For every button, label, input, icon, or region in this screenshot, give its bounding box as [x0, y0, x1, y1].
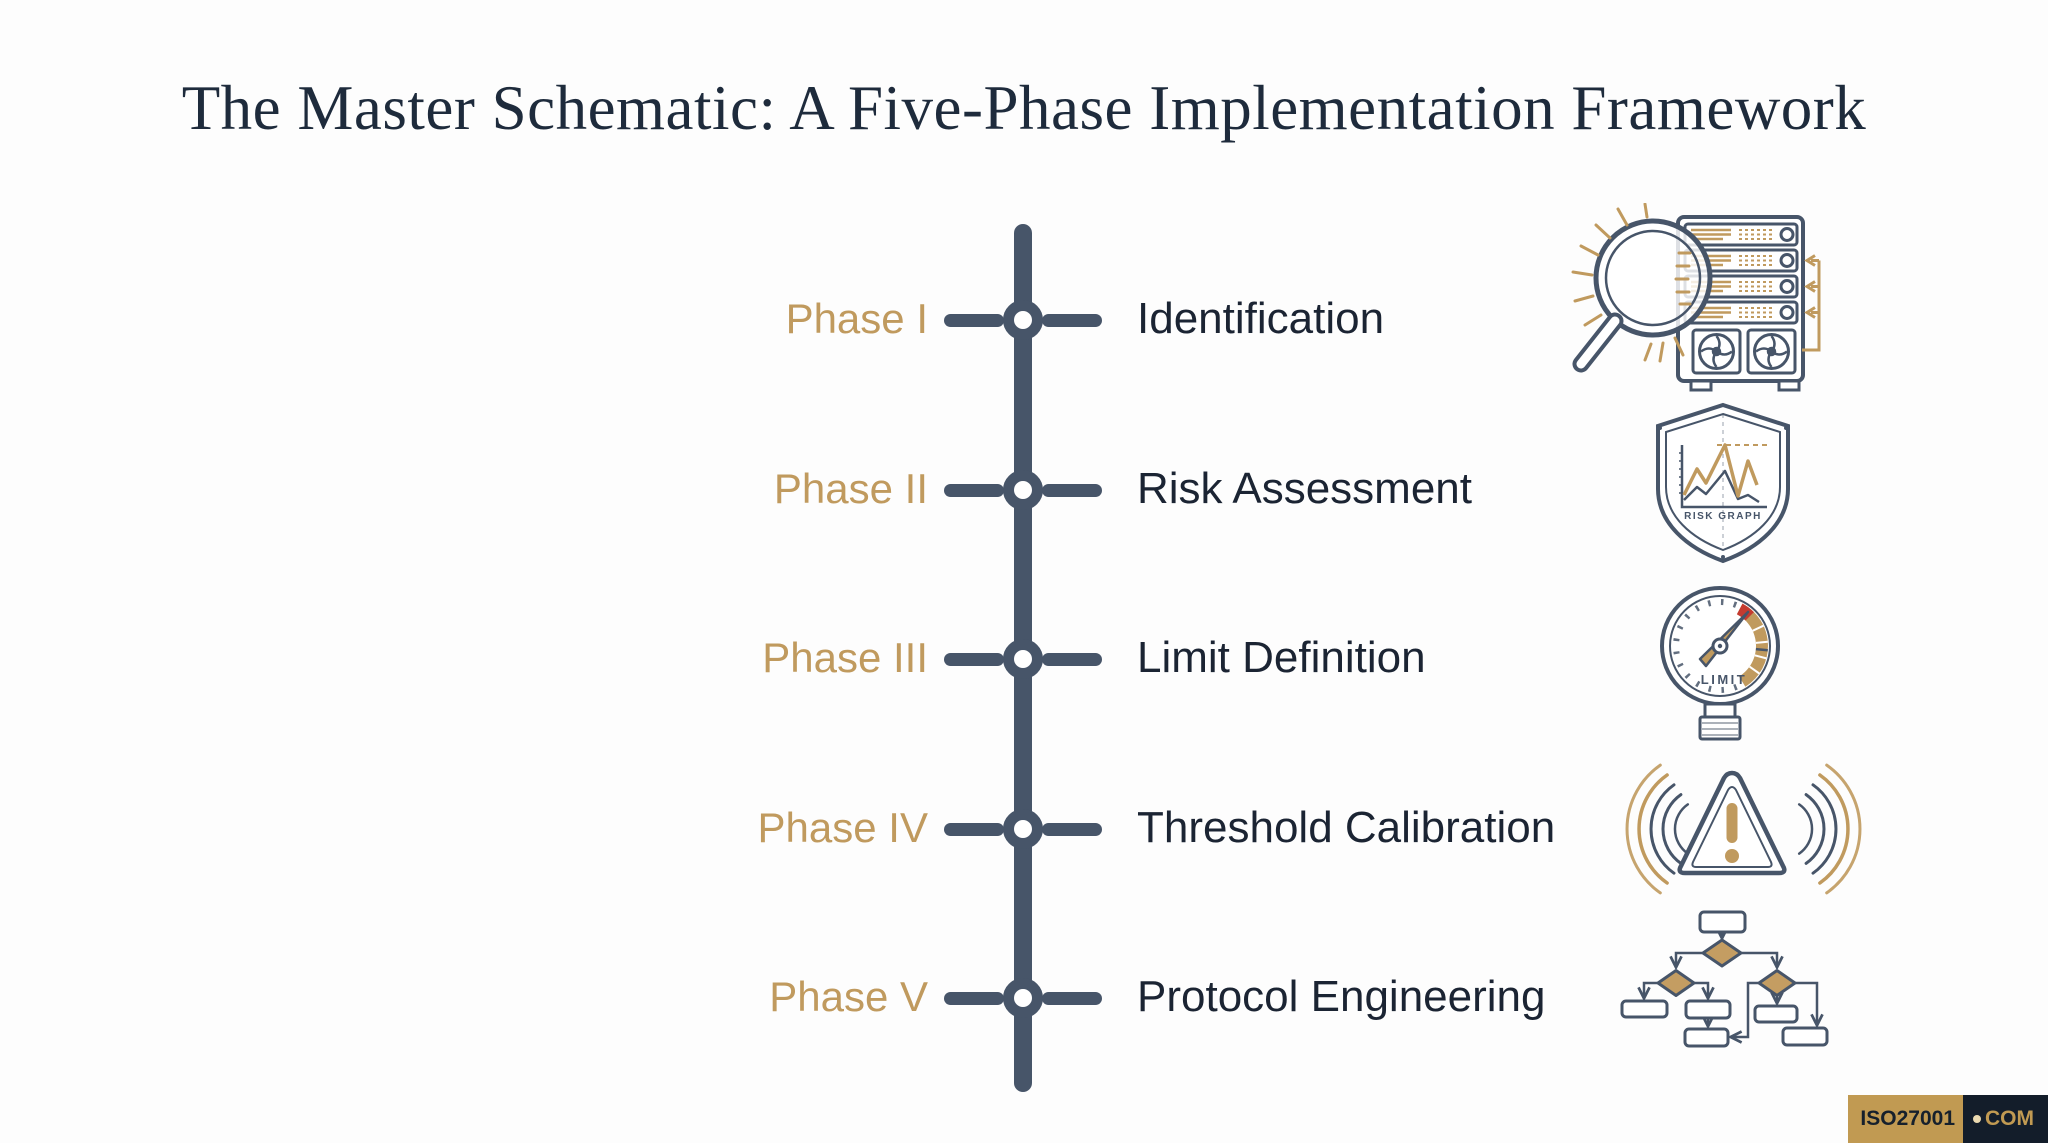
phase-title-label: Identification: [1137, 294, 1385, 343]
timeline-tick-right: [1042, 484, 1102, 497]
alert-waves-icon: [1625, 763, 1862, 895]
timeline-tick-left: [944, 823, 1004, 836]
server-search-icon: [1571, 203, 1821, 392]
timeline-node: [1003, 300, 1043, 340]
timeline-node: [1003, 639, 1043, 679]
phase-number-label: Phase II: [773, 465, 928, 513]
phase-title-label: Threshold Calibration: [1137, 803, 1556, 852]
timeline-tick-right: [1042, 653, 1102, 666]
phase-title-label: Limit Definition: [1137, 633, 1426, 682]
timeline-tick-right: [1042, 314, 1102, 327]
watermark-badge: ISO27001 COM: [1848, 1095, 2048, 1143]
phase-number-label: Phase IV: [757, 804, 928, 852]
timeline-tick-right: [1042, 992, 1102, 1005]
phase-title-label: Protocol Engineering: [1137, 972, 1546, 1021]
phase-number-label: Phase I: [785, 295, 928, 343]
gauge-limit-icon: LIMIT: [1660, 586, 1780, 741]
timeline-tick-left: [944, 992, 1004, 1005]
watermark-tld: COM: [1985, 1107, 2034, 1130]
phase-title-label: Risk Assessment: [1137, 464, 1472, 513]
watermark-name: ISO27001: [1848, 1095, 1963, 1143]
shield-graph-icon: RISK GRAPH: [1656, 402, 1790, 564]
page-title: The Master Schematic: A Five-Phase Imple…: [181, 73, 1867, 143]
watermark-dot: [1973, 1115, 1981, 1123]
phase-number-label: Phase V: [769, 973, 928, 1021]
watermark-tld-box: COM: [1963, 1095, 2048, 1143]
timeline-node: [1003, 809, 1043, 849]
timeline-tick-left: [944, 653, 1004, 666]
shield-caption: RISK GRAPH: [1684, 511, 1762, 522]
phase-number-label: Phase III: [762, 634, 928, 682]
timeline-node: [1003, 470, 1043, 510]
timeline-node: [1003, 978, 1043, 1018]
timeline-tick-right: [1042, 823, 1102, 836]
timeline-tick-left: [944, 314, 1004, 327]
gauge-caption: LIMIT: [1701, 672, 1747, 687]
timeline-tick-left: [944, 484, 1004, 497]
flowchart-icon: [1620, 910, 1829, 1048]
